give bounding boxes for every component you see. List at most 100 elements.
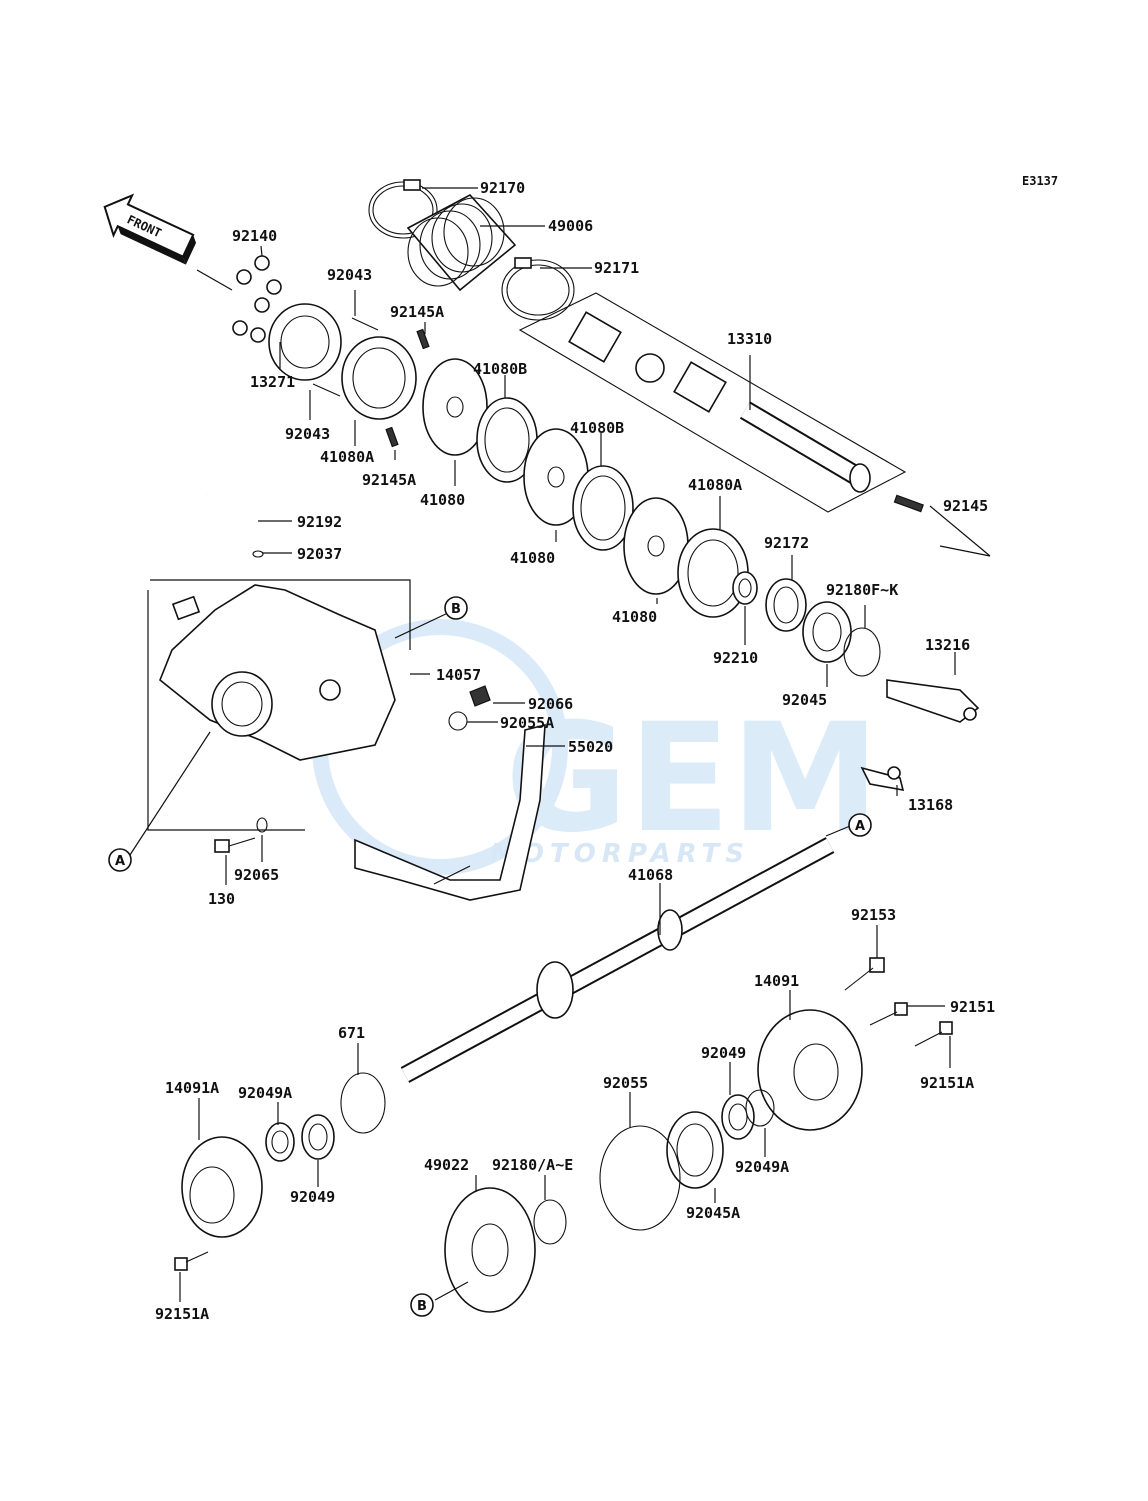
diagram-code: E3137 xyxy=(1022,174,1058,188)
label-13216[interactable]: 13216 xyxy=(925,636,970,654)
bolt-92151 xyxy=(869,1002,908,1026)
label-92049-left[interactable]: 92049 xyxy=(290,1188,335,1206)
bearing-92045A xyxy=(666,1111,724,1189)
boot-clamp-92170 xyxy=(368,179,438,239)
label-92140[interactable]: 92140 xyxy=(232,227,277,245)
spring-92145A-top xyxy=(416,328,430,350)
label-92037[interactable]: 92037 xyxy=(297,545,342,563)
label-13168[interactable]: 13168 xyxy=(908,796,953,814)
spring-92145 xyxy=(893,494,924,513)
label-92151A-right[interactable]: 92151A xyxy=(920,1074,974,1092)
leader-lines xyxy=(127,187,991,1302)
label-92066[interactable]: 92066 xyxy=(528,695,573,713)
label-92171[interactable]: 92171 xyxy=(594,259,639,277)
label-92153[interactable]: 92153 xyxy=(851,906,896,924)
seal-92172 xyxy=(765,578,807,632)
o-ring-671 xyxy=(340,1072,386,1134)
label-92192[interactable]: 92192 xyxy=(297,513,342,531)
label-92045[interactable]: 92045 xyxy=(782,691,827,709)
shim-92180F-K xyxy=(843,627,881,677)
bearing-92045 xyxy=(802,601,852,663)
label-92145[interactable]: 92145 xyxy=(943,497,988,515)
ref-marker-a-left-letter: A xyxy=(115,854,125,869)
ref-marker-a-right-letter: A xyxy=(855,819,865,834)
seal-92049-right xyxy=(721,1094,755,1140)
friction-plate-41080-1 xyxy=(422,358,488,456)
shaft-41068 xyxy=(400,837,835,1083)
label-92145A-bottom[interactable]: 92145A xyxy=(362,471,416,489)
label-49006[interactable]: 49006 xyxy=(548,217,593,235)
steel-plate-41080A-left xyxy=(341,336,417,420)
steel-plate-41080A-right xyxy=(677,528,749,618)
label-41068[interactable]: 41068 xyxy=(628,866,673,884)
label-92151[interactable]: 92151 xyxy=(950,998,995,1016)
label-41080A-right[interactable]: 41080A xyxy=(688,476,742,494)
front-arrow-icon: FRONT xyxy=(103,193,197,265)
shim-92180-A-E xyxy=(533,1199,567,1245)
ref-marker-b-top-letter: B xyxy=(451,602,461,617)
label-41080B-1[interactable]: 41080B xyxy=(473,360,527,378)
label-130[interactable]: 130 xyxy=(208,890,235,908)
label-49022[interactable]: 49022 xyxy=(424,1156,469,1174)
gasket-92055A xyxy=(448,711,468,731)
final-gear-case-14057 xyxy=(147,579,411,831)
label-92065[interactable]: 92065 xyxy=(234,866,279,884)
label-41080B-2[interactable]: 41080B xyxy=(570,419,624,437)
o-ring-92055 xyxy=(599,1125,681,1231)
seal-92049A-left xyxy=(265,1122,295,1162)
seal-92049-left xyxy=(301,1114,335,1160)
spring-92145A-bottom xyxy=(385,426,399,448)
label-92145A-top[interactable]: 92145A xyxy=(390,303,444,321)
bolt-92151A-bottom xyxy=(174,1251,209,1271)
bolt-92153 xyxy=(844,957,885,991)
boot-49006 xyxy=(406,193,517,292)
label-41080-1[interactable]: 41080 xyxy=(420,491,465,509)
label-92210[interactable]: 92210 xyxy=(713,649,758,667)
housing-14091 xyxy=(757,1009,863,1131)
label-92055[interactable]: 92055 xyxy=(603,1074,648,1092)
label-92151A-bottom[interactable]: 92151A xyxy=(155,1305,209,1323)
label-92055A[interactable]: 92055A xyxy=(500,714,554,732)
steel-plate-41080B-1 xyxy=(476,397,538,483)
clip-92037 xyxy=(252,550,264,558)
drain-plug-92066 xyxy=(469,685,491,707)
pin-92043-bottom xyxy=(312,383,341,397)
label-92045A[interactable]: 92045A xyxy=(686,1204,740,1222)
cam-plate-13271 xyxy=(268,303,342,381)
label-13310[interactable]: 13310 xyxy=(727,330,772,348)
label-92170[interactable]: 92170 xyxy=(480,179,525,197)
label-55020[interactable]: 55020 xyxy=(568,738,613,756)
label-92180-A-E[interactable]: 92180/A~E xyxy=(492,1156,573,1174)
label-14091[interactable]: 14091 xyxy=(754,972,799,990)
label-14091A[interactable]: 14091A xyxy=(165,1079,219,1097)
watermark-subtitle: MOTORPARTS xyxy=(490,839,750,869)
label-92043-top[interactable]: 92043 xyxy=(327,266,372,284)
boot-clamp-92171 xyxy=(501,257,575,321)
bracket-55020 xyxy=(354,723,546,901)
ref-marker-a-right: A xyxy=(848,813,872,837)
steel-plate-41080B-2 xyxy=(572,465,634,551)
label-92043-bottom[interactable]: 92043 xyxy=(285,425,330,443)
label-13271[interactable]: 13271 xyxy=(250,373,295,391)
label-92049A-right[interactable]: 92049A xyxy=(735,1158,789,1176)
label-671[interactable]: 671 xyxy=(338,1024,365,1042)
label-92172[interactable]: 92172 xyxy=(764,534,809,552)
oil-seal-92210 xyxy=(732,571,758,605)
label-41080A-left[interactable]: 41080A xyxy=(320,448,374,466)
balls-92140 xyxy=(232,255,282,343)
bolt-130 xyxy=(214,837,256,853)
label-92180F-K[interactable]: 92180F~K xyxy=(826,581,898,599)
housing-14091A xyxy=(181,1136,263,1238)
label-41080-3[interactable]: 41080 xyxy=(612,608,657,626)
pin-92043-top xyxy=(351,317,379,331)
ref-marker-b-bottom-letter: B xyxy=(417,1299,427,1314)
label-14057[interactable]: 14057 xyxy=(436,666,481,684)
label-92049A-left[interactable]: 92049A xyxy=(238,1084,292,1102)
propeller-shaft-13310 xyxy=(518,292,907,513)
ref-marker-a-left: A xyxy=(108,848,132,872)
label-92049-right[interactable]: 92049 xyxy=(701,1044,746,1062)
part-labels: 92170 49006 92171 92140 92043 92145A 133… xyxy=(155,179,995,1323)
label-41080-2[interactable]: 41080 xyxy=(510,549,555,567)
